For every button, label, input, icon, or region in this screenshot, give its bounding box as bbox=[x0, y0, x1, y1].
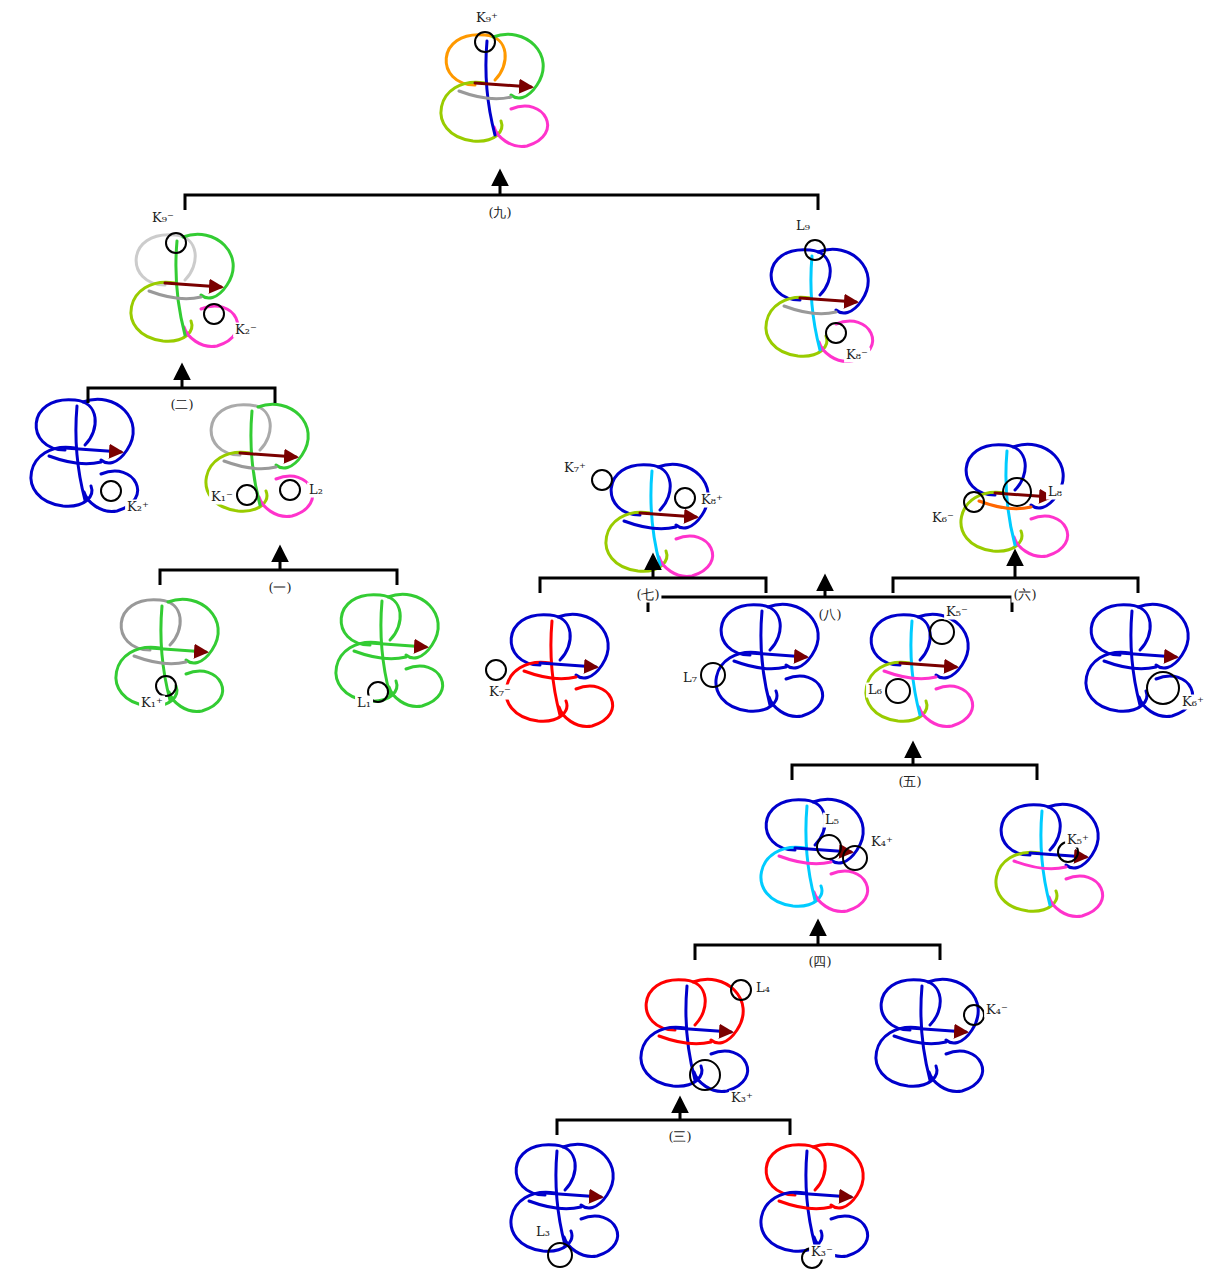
step-label: (六) bbox=[1011, 588, 1038, 603]
step-label: (三) bbox=[666, 1130, 693, 1145]
knot-label: K₉⁻ bbox=[150, 211, 176, 226]
step-label: (五) bbox=[896, 775, 923, 790]
knot-label: K₃⁻ bbox=[809, 1245, 835, 1260]
knot-label: K₇⁻ bbox=[487, 685, 513, 700]
knot-label: K₃⁺ bbox=[729, 1091, 755, 1106]
knot-pictures bbox=[31, 34, 1193, 1256]
step-label: (七) bbox=[634, 588, 661, 603]
tree-brackets bbox=[88, 172, 1138, 1135]
step-label: (四) bbox=[806, 955, 833, 970]
knot-label: K₈⁺ bbox=[699, 493, 725, 508]
knot-label: K₇⁺ bbox=[562, 461, 588, 476]
knot-label: L₇ bbox=[681, 671, 699, 686]
knot-label: K₂⁺ bbox=[125, 500, 151, 515]
knot-label: L₆ bbox=[866, 683, 884, 698]
knot-label: L₈ bbox=[1046, 485, 1064, 500]
crossing-markers bbox=[101, 32, 1179, 1268]
knot-label: L₃ bbox=[534, 1225, 552, 1240]
knot-label: L₁ bbox=[355, 696, 373, 711]
knot-label: K₅⁻ bbox=[944, 605, 970, 620]
step-label: (一) bbox=[266, 581, 293, 596]
knot-label: K₂⁻ bbox=[233, 323, 259, 338]
knot-label: K₉⁺ bbox=[474, 11, 500, 26]
knot-label: L₅ bbox=[823, 813, 841, 828]
knot-label: K₄⁺ bbox=[869, 835, 895, 850]
knot-label: K₆⁺ bbox=[1180, 695, 1206, 710]
knot-label: L₄ bbox=[754, 981, 772, 996]
knot-label: K₈⁻ bbox=[844, 348, 870, 363]
step-label: (九) bbox=[486, 206, 513, 221]
knot-label: K₁⁻ bbox=[209, 490, 235, 505]
knot-label: L₂ bbox=[307, 483, 325, 498]
step-label: (八) bbox=[816, 608, 843, 623]
step-label: (二) bbox=[168, 398, 195, 413]
knot-label: K₆⁻ bbox=[930, 511, 956, 526]
knot-label: K₁⁺ bbox=[139, 696, 165, 711]
knot-label: L₉ bbox=[794, 219, 812, 234]
knot-label: K₅⁺ bbox=[1065, 833, 1091, 848]
knot-label: K₄⁻ bbox=[984, 1003, 1010, 1018]
